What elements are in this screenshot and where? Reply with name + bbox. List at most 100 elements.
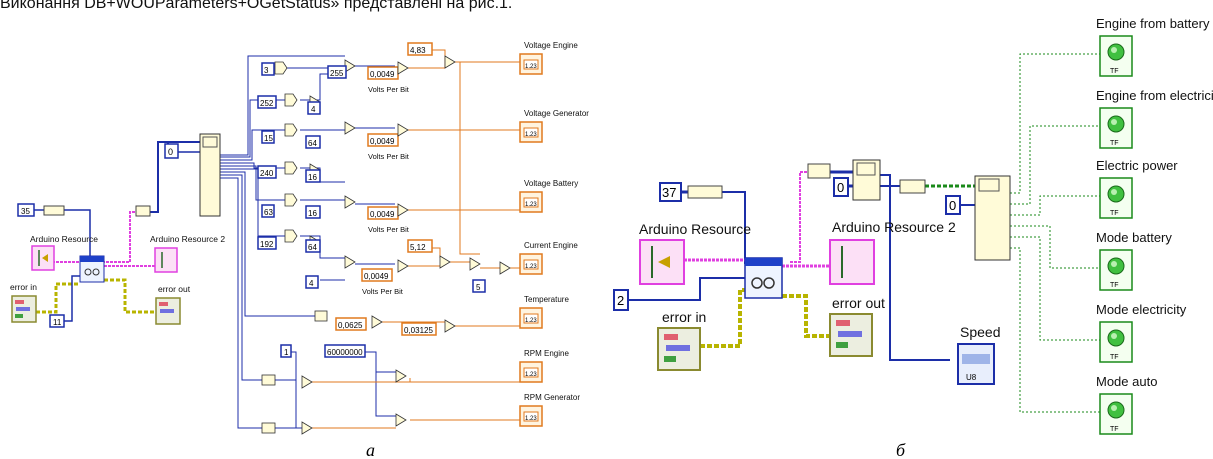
led-indicator-0: TF [1100,36,1132,76]
error-in-label-a: error in [10,282,37,292]
output-indicators-a: Voltage Engine1.23Voltage Generator1.23V… [520,41,589,426]
led-label-4: Mode electricity [1096,302,1187,317]
error-out-indicator-b [830,314,872,356]
numeric-indicator-6: 1.23 [520,406,542,426]
arduino-resource-label-b: Arduino Resource [639,221,751,237]
index-bool-array-node [975,176,1010,260]
const-0-0625: 0,0625 [338,321,363,330]
output-label-0: Voltage Engine [524,41,578,50]
const-0049-a: 0,0049 [370,70,395,79]
numeric-indicator-4: 1.23 [520,308,542,328]
const-0b: 0 [949,198,956,213]
const-240: 240 [260,169,274,178]
led-label-3: Mode battery [1096,230,1172,245]
const-0-03125: 0,03125 [404,326,433,335]
const-5: 5 [476,283,481,292]
output-label-5: RPM Engine [524,349,569,358]
panel-a: Arduino Resource 35 error in 11 Ardui [10,41,589,459]
arduino-resource-label-a: Arduino Resource [30,234,98,244]
svg-text:1.23: 1.23 [525,132,537,138]
led-label-2: Electric power [1096,158,1178,173]
numeric-indicator-3: 1.23 [520,254,542,274]
speed-indicator: U8 [958,344,994,384]
const-16a: 16 [308,173,317,182]
volts-per-bit-label-1: Volts Per Bit [368,85,410,94]
panel-b: 37 Arduino Resource 2 error in Arduino R… [614,16,1213,459]
to-u8-array-node-b [808,164,830,178]
led-indicator-5: TF [1100,394,1132,434]
const-0049-c: 0,0049 [370,210,395,219]
svg-text:1.23: 1.23 [525,416,537,422]
arduino-resource-control-a[interactable] [32,246,54,270]
svg-text:TF: TF [1110,210,1119,217]
index-array-node-b [853,160,880,200]
svg-text:TF: TF [1110,68,1119,75]
const-15: 15 [264,134,273,143]
const-0-a: 0 [168,147,173,157]
svg-text:U8: U8 [966,373,977,382]
const-0049-d: 0,0049 [364,272,389,281]
arduino-resource-2-label-b: Arduino Resource 2 [832,219,956,235]
to-u8-array-node-a [136,206,150,216]
error-in-control-a[interactable] [12,296,36,322]
const-4b: 4 [309,279,314,288]
volts-per-bit-label-2: Volts Per Bit [368,152,410,161]
volts-per-bit-label-3: Volts Per Bit [368,225,410,234]
led-indicator-4: TF [1100,322,1132,362]
error-in-label-b: error in [662,309,706,325]
svg-text:1.23: 1.23 [525,202,537,208]
const-64a: 64 [308,139,317,148]
arduino-resource-control-b[interactable] [640,240,684,284]
svg-text:1.23: 1.23 [525,64,537,70]
error-in-control-b[interactable] [658,328,700,370]
num-to-bool-array-node [900,180,925,193]
const-255: 255 [330,69,344,78]
const-1: 1 [284,348,289,357]
svg-text:TF: TF [1110,282,1119,289]
led-label-5: Mode auto [1096,374,1157,389]
numeric-indicator-0: 1.23 [520,54,542,74]
const-35: 35 [21,207,30,216]
output-label-6: RPM Generator [524,393,580,402]
index-array-node-a [200,134,220,216]
numeric-indicator-1: 1.23 [520,122,542,142]
led-indicator-2: TF [1100,178,1132,218]
output-label-1: Voltage Generator [524,109,589,118]
panel-b-caption: б [896,440,906,459]
svg-text:TF: TF [1110,140,1119,147]
speed-label: Speed [960,324,1000,340]
arduino-resource-2-label-a: Arduino Resource 2 [150,234,225,244]
arith-nodes-a [302,56,510,434]
led-indicator-1: TF [1100,108,1132,148]
const-63: 63 [264,208,273,217]
arduino-subvi-a[interactable] [80,256,104,282]
svg-text:TF: TF [1110,354,1119,361]
to-u8-node-b [688,186,722,198]
arduino-resource-2-indicator-a [155,248,177,272]
led-label-1: Engine from electricity [1096,88,1213,103]
arduino-subvi-b[interactable] [745,258,782,298]
error-out-label-b: error out [832,295,885,311]
arduino-resource-2-indicator-b [830,240,874,284]
const-5-12: 5,12 [410,243,426,252]
svg-text:1.23: 1.23 [525,264,537,270]
logic-nodes-a [275,60,355,268]
svg-text:1.23: 1.23 [525,372,537,378]
output-label-2: Voltage Battery [524,179,578,188]
led-label-0: Engine from battery [1096,16,1210,31]
const-252: 252 [260,99,274,108]
const-11: 11 [53,318,62,327]
svg-text:TF: TF [1110,426,1119,433]
output-label-4: Temperature [524,295,569,304]
led-indicator-3: TF [1100,250,1132,290]
error-out-label-a: error out [158,284,191,294]
output-label-3: Current Engine [524,241,578,250]
header-text: Виконання DB+WOUParameters+OGetStatus» п… [0,0,512,12]
numeric-indicator-2: 1.23 [520,192,542,212]
error-out-indicator-a [156,298,180,324]
const-16b: 16 [308,209,317,218]
convert-nodes-a [262,311,327,433]
